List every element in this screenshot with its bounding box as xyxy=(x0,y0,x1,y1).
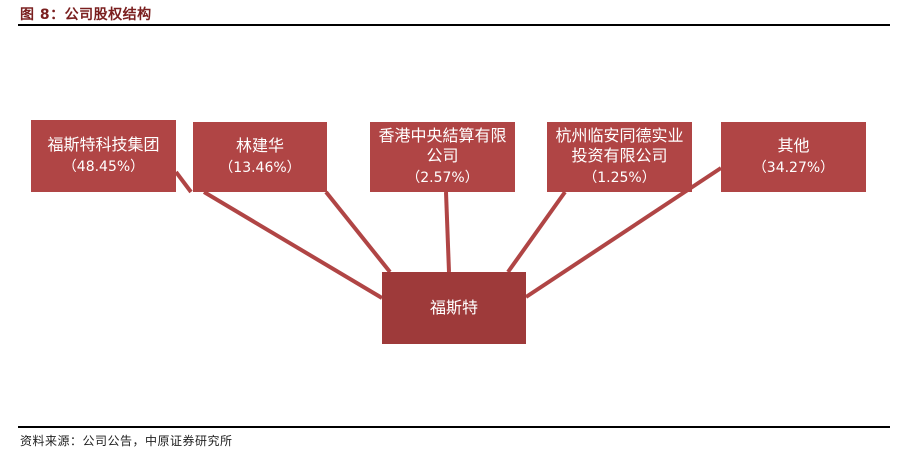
company-name: 福斯特 xyxy=(429,298,478,317)
source-note: 资料来源：公司公告，中原证券研究所 xyxy=(20,434,233,448)
shareholder-percent: （34.27%） xyxy=(752,160,835,177)
connector-line-0 xyxy=(174,170,193,194)
shareholder-name: 香港中央結算有限公司 xyxy=(378,126,507,166)
shareholder-percent: （1.25%） xyxy=(583,170,656,187)
shareholder-box: 香港中央結算有限公司 （2.57%） xyxy=(370,122,515,192)
connector-line-1 xyxy=(324,190,392,274)
shareholder-box: 杭州临安同德实业投资有限公司 （1.25%） xyxy=(547,122,692,192)
connector-line-0b xyxy=(202,190,384,300)
shareholder-box: 其他 （34.27%） xyxy=(721,122,866,192)
shareholder-box: 林建华 （13.46%） xyxy=(193,122,327,192)
connector-line-2 xyxy=(444,191,451,273)
top-divider xyxy=(18,24,890,26)
shareholder-percent: （48.45%） xyxy=(62,159,145,176)
connector-line-3 xyxy=(506,190,567,274)
company-box: 福斯特 xyxy=(382,272,526,344)
bottom-divider xyxy=(18,426,890,428)
shareholder-percent: （2.57%） xyxy=(406,170,479,187)
shareholder-percent: （13.46%） xyxy=(219,160,301,177)
shareholder-name: 福斯特科技集团 xyxy=(47,135,160,155)
shareholder-name: 林建华 xyxy=(235,136,284,156)
shareholder-name: 其他 xyxy=(777,136,810,156)
shareholder-box: 福斯特科技集团 （48.45%） xyxy=(31,120,176,192)
shareholder-name: 杭州临安同德实业投资有限公司 xyxy=(555,126,684,166)
figure-title: 图 8：公司股权结构 xyxy=(20,7,152,23)
